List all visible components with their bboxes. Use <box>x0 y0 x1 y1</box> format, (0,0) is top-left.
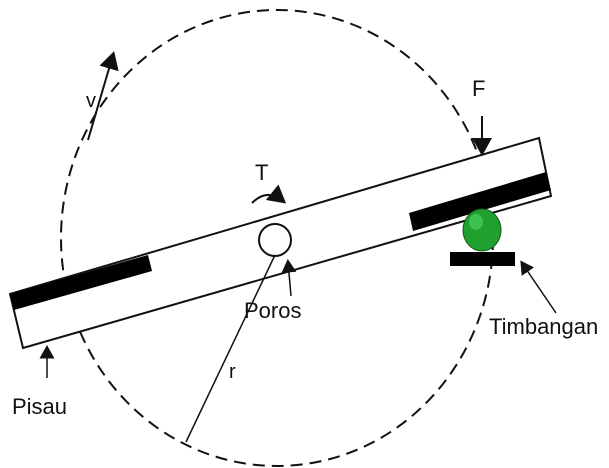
scale-platform <box>450 252 515 266</box>
fruit-highlight <box>469 214 483 230</box>
blade-label: Pisau <box>12 394 67 419</box>
velocity-label: v <box>86 90 96 112</box>
radius-line <box>185 254 276 443</box>
velocity-arrow <box>87 51 119 141</box>
force-label: F <box>472 76 485 101</box>
scale-label: Timbangan <box>489 314 598 339</box>
radius-label: r <box>229 361 236 383</box>
torque-arrow <box>251 184 287 204</box>
axle-circle <box>258 223 292 257</box>
fruit <box>462 208 502 252</box>
blade-edge-left <box>10 255 152 310</box>
torque-label: T <box>255 160 268 185</box>
blade-edge-right <box>409 172 551 231</box>
scale-pointer-arrow <box>520 260 557 314</box>
axle-label: Poros <box>244 298 301 323</box>
axle-pointer-arrow <box>281 259 297 297</box>
